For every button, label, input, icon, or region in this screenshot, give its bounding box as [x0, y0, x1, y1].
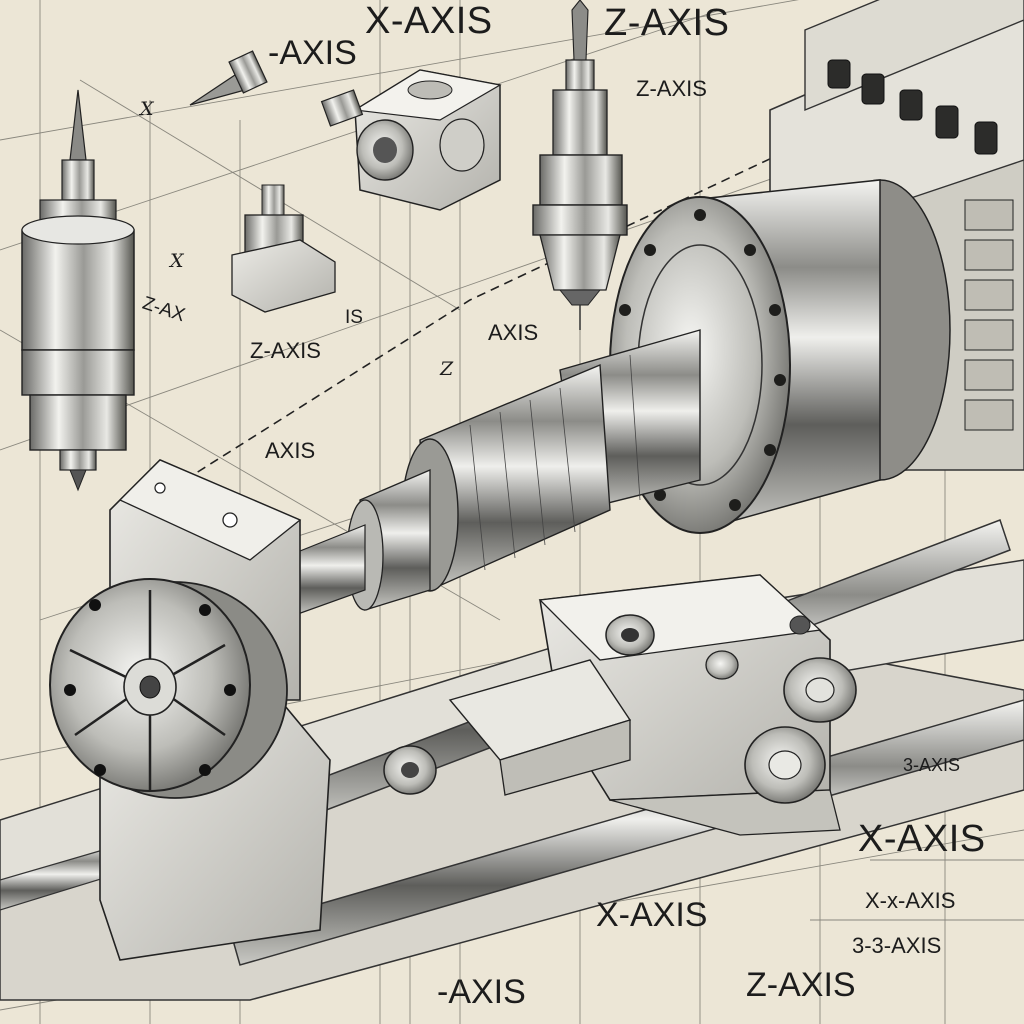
chuck: [49, 578, 288, 799]
cutting-tool-small: [189, 50, 268, 106]
legend-entry-2: 3-3-AXIS: [852, 933, 942, 958]
spindle-shaft: [289, 329, 701, 616]
tool-block: [320, 69, 502, 211]
label-bottom-x-axis: X-AXIS: [596, 896, 708, 934]
label-top-left-axis: -AXIS: [268, 34, 357, 72]
label-left-axis: AXIS: [265, 438, 316, 463]
carriage-handwheels: [383, 614, 857, 804]
control-panel-knobs: [827, 59, 998, 155]
label-mid-axis: AXIS: [488, 320, 539, 345]
tool-holder-vertical: [532, 0, 628, 330]
control-panel-buttons: [964, 199, 1014, 431]
label-bottom-right-x-axis: X-AXIS: [858, 818, 986, 860]
label-top-z-axis: Z-AXIS: [604, 2, 730, 44]
carriage: [383, 574, 857, 836]
legend-entry-1: X-x-AXIS: [865, 888, 956, 913]
spindle-drum: [609, 179, 951, 534]
tool-holder-left: [21, 89, 135, 492]
label-is: IS: [345, 307, 363, 328]
label-small-x: X: [140, 98, 154, 120]
label-z-mark: Z: [440, 358, 454, 380]
label-bottom-axis: -AXIS: [437, 973, 526, 1011]
label-top-x-axis: X-AXIS: [365, 0, 493, 42]
coupling-small: [231, 184, 336, 313]
label-spindle-z-axis: Z-AXIS: [636, 76, 707, 101]
label-mid-x: X: [170, 250, 184, 272]
label-right-small: 3-AXIS: [903, 755, 961, 775]
label-bottom-z-axis: Z-AXIS: [746, 966, 856, 1004]
label-left-z-axis: Z-AXIS: [250, 338, 321, 363]
